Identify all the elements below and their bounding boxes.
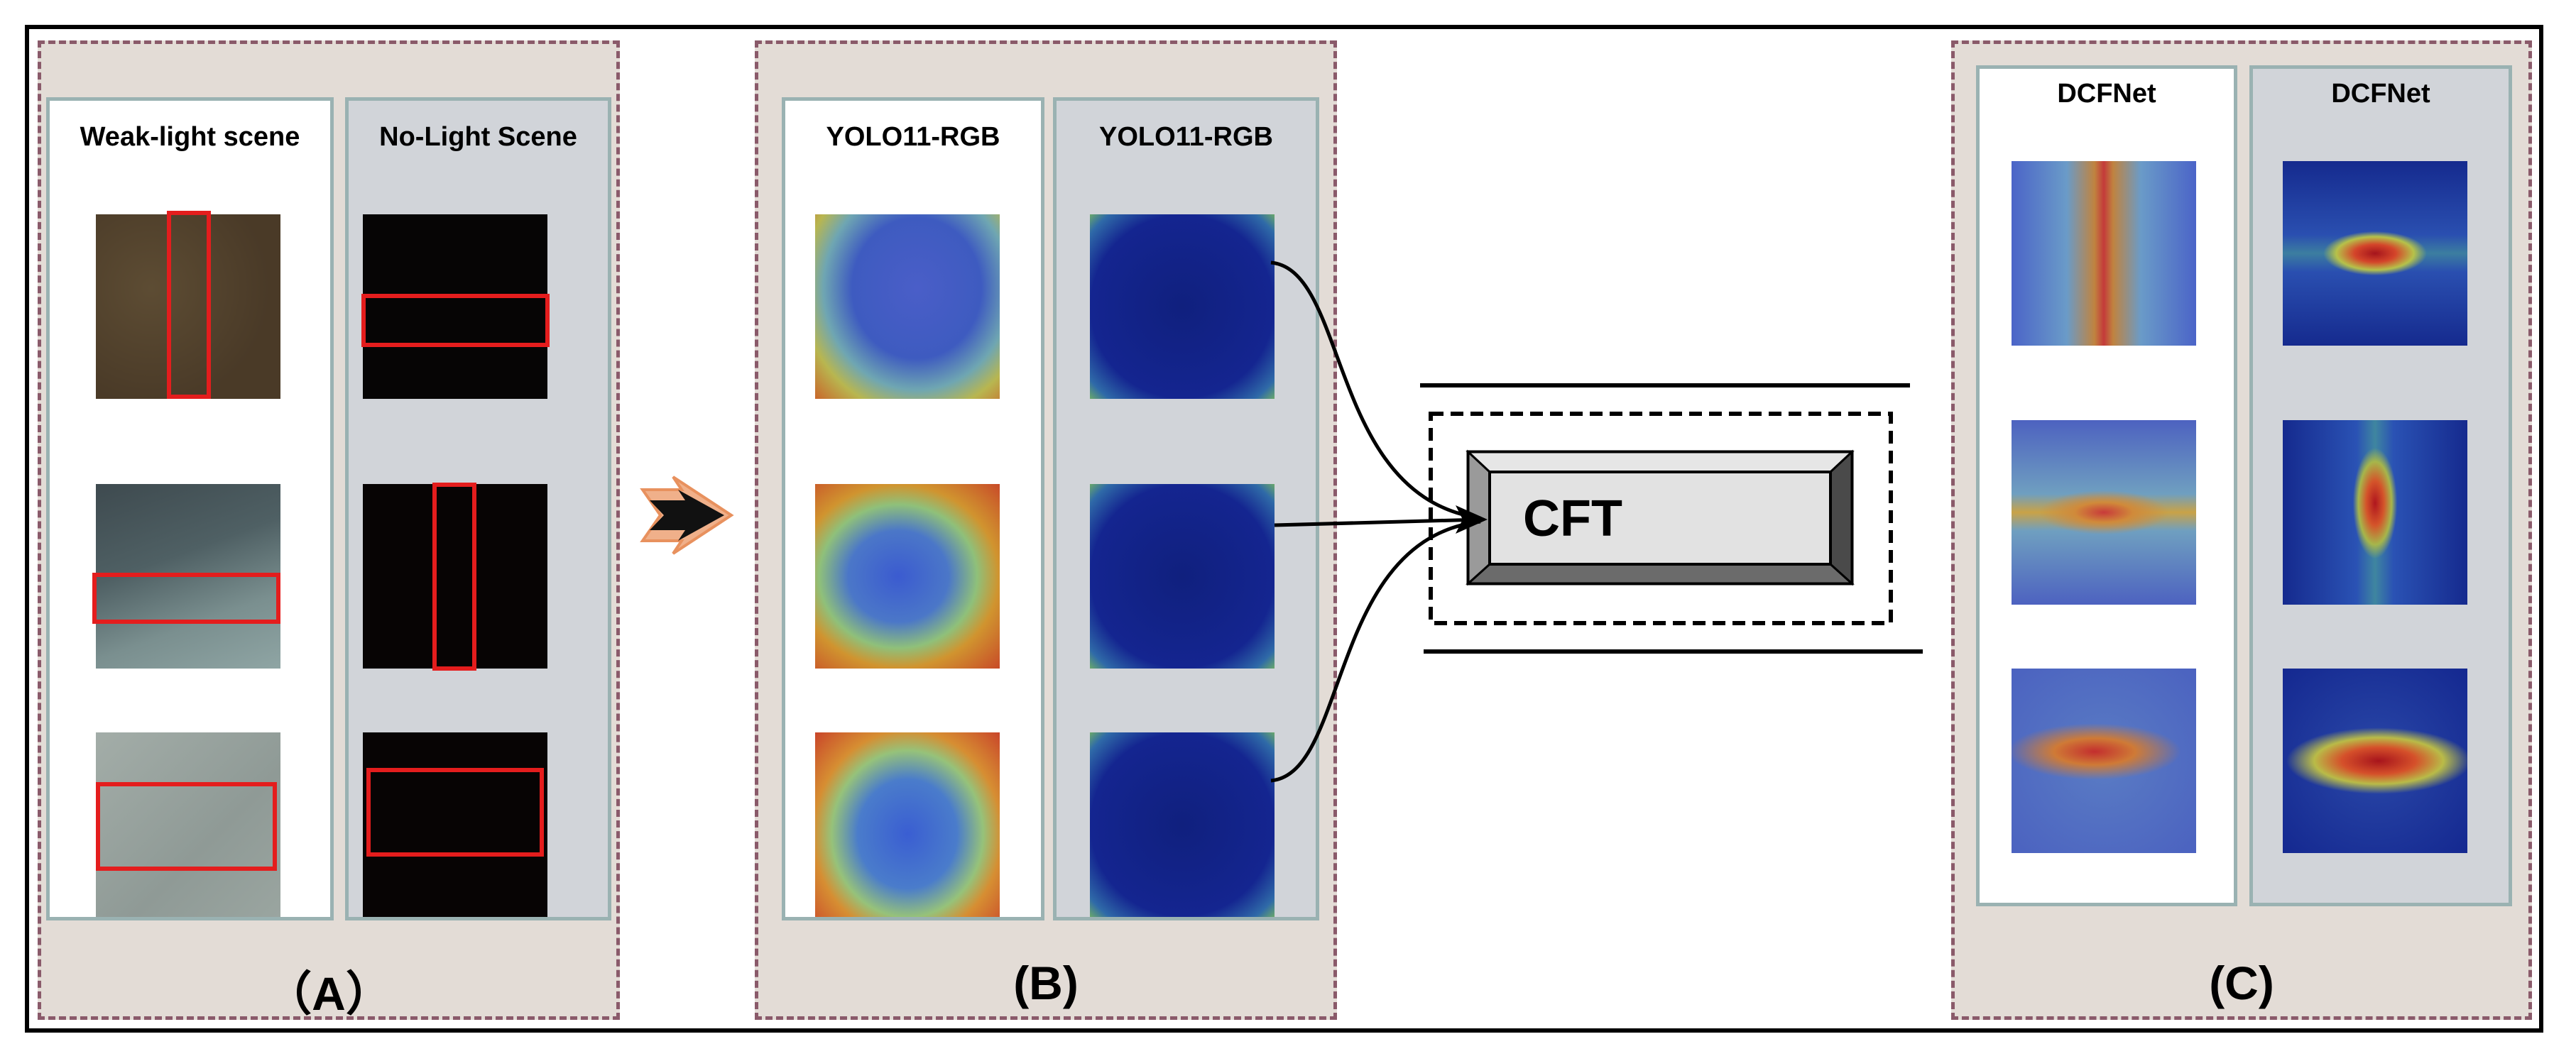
panel-c: DCFNet DCFNet (C) [1951, 40, 2532, 1020]
weak-light-image-1 [96, 214, 280, 399]
crack-bbox [366, 768, 544, 857]
heatmap-image [2012, 161, 2196, 346]
panel-b: YOLO11-RGB YOLO11-RGB (B) [755, 40, 1337, 1020]
figure-frame [25, 25, 2543, 1033]
heatmap-image [2012, 669, 2196, 853]
heatmap-image [815, 732, 1000, 917]
cft-label: CFT [1523, 490, 1622, 547]
crack-bbox [432, 483, 476, 671]
dcfnet-column-2: DCFNet [2249, 65, 2512, 906]
crack-bbox [361, 294, 550, 347]
heatmap-image [2012, 420, 2196, 605]
crack-bbox [167, 211, 211, 399]
heatmap-image [1090, 484, 1275, 669]
heatmap-image [1090, 214, 1275, 399]
panel-a: Weak-light scene No-Light Scene （A） [38, 40, 620, 1020]
heatmap-image [815, 214, 1000, 399]
dcfnet-column-1: DCFNet [1976, 65, 2237, 906]
heatmap-image [2283, 669, 2467, 853]
heatmap-image [1090, 732, 1275, 917]
weak-light-image-3 [96, 732, 280, 917]
panel-b-label: (B) [1013, 957, 1079, 1009]
no-light-column: No-Light Scene [345, 97, 611, 920]
no-light-image-2 [363, 484, 547, 669]
heatmap-image [2283, 161, 2467, 346]
dcfnet-column-2-title: DCFNet [2331, 79, 2430, 109]
yolo-column-1-title: YOLO11-RGB [826, 122, 1000, 152]
no-light-title: No-Light Scene [379, 122, 577, 152]
crack-bbox [96, 782, 277, 871]
panel-c-label: (C) [2209, 957, 2274, 1009]
yolo-column-1: YOLO11-RGB [782, 97, 1044, 920]
no-light-image-3 [363, 732, 547, 917]
dcfnet-column-1-title: DCFNet [2057, 79, 2156, 109]
weak-light-column: Weak-light scene [46, 97, 334, 920]
no-light-image-1 [363, 214, 547, 399]
yolo-column-2: YOLO11-RGB [1053, 97, 1319, 920]
panel-a-label: （A） [265, 967, 393, 1020]
heatmap-image [2283, 420, 2467, 605]
crack-bbox [92, 573, 280, 624]
yolo-column-2-title: YOLO11-RGB [1099, 122, 1273, 152]
heatmap-image [815, 484, 1000, 669]
weak-light-title: Weak-light scene [80, 122, 300, 152]
